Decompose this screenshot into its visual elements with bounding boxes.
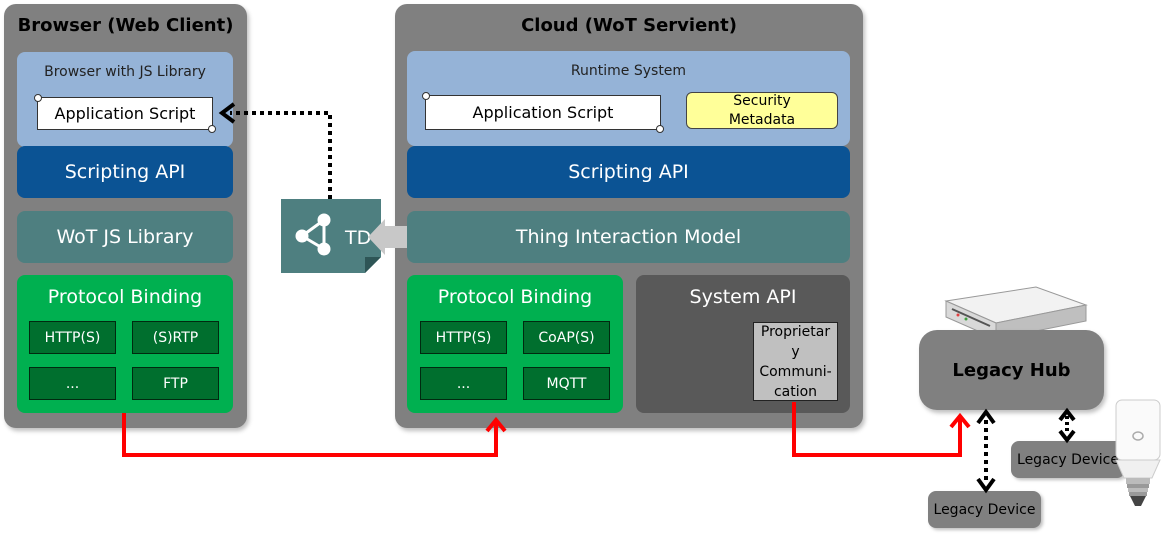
- cloud-title: Cloud (WoT Servient): [521, 15, 737, 36]
- browser-to-cloud-link: [122, 413, 498, 457]
- hub-to-device-right-head-top: [1058, 407, 1076, 422]
- browser-title: Browser (Web Client): [17, 15, 234, 36]
- browser-wot-js-library: WoT JS Library: [17, 211, 233, 263]
- hub-to-device-right-head-bottom: [1058, 429, 1076, 444]
- browser-runtime-label: Browser with JS Library: [44, 64, 206, 80]
- browser-proto-rtp: (S)RTP: [132, 321, 219, 354]
- ti-to-td-arrow: [368, 219, 407, 255]
- cloud-scripting-api: Scripting API: [407, 146, 850, 198]
- td-to-browser-arrow: [230, 111, 332, 199]
- legacy-hub: Legacy Hub: [919, 330, 1104, 410]
- browser-proto-more: ...: [29, 367, 116, 400]
- browser-protocol-binding-title: Protocol Binding: [47, 286, 203, 308]
- hub-device-image: [944, 286, 1088, 340]
- cloud-to-hub-head: [949, 412, 971, 429]
- td-label: TD: [345, 227, 372, 249]
- cloud-proto-http: HTTP(S): [420, 321, 507, 354]
- proprietary-communication: Proprietary Communi-cation: [753, 322, 838, 401]
- cloud-to-hub-link: [792, 402, 962, 457]
- browser-scripting-api: Scripting API: [17, 146, 233, 198]
- system-api-title: System API: [689, 286, 797, 308]
- cloud-proto-mqtt: MQTT: [523, 367, 610, 400]
- hub-to-device-bottom-head-bottom: [976, 477, 996, 494]
- cloud-protocol-binding-title: Protocol Binding: [437, 286, 593, 308]
- cloud-proto-coap: CoAP(S): [523, 321, 610, 354]
- hub-to-device-bottom-head-top: [976, 408, 996, 425]
- legacy-device-right: Legacy Device: [1011, 441, 1125, 478]
- share-icon: [295, 213, 331, 256]
- browser-proto-http: HTTP(S): [29, 321, 116, 354]
- browser-app-script: Application Script: [34, 94, 216, 133]
- browser-to-cloud-head: [485, 416, 507, 433]
- td-block: [281, 199, 381, 273]
- cloud-runtime-label: Runtime System: [570, 63, 687, 79]
- security-metadata: Security Metadata: [686, 92, 838, 129]
- td-arrow-head: [218, 102, 236, 124]
- cloud-proto-more: ...: [420, 367, 507, 400]
- light-bulb-icon: [1115, 399, 1161, 506]
- browser-proto-ftp: FTP: [132, 367, 219, 400]
- cloud-app-script: Application Script: [422, 92, 664, 133]
- legacy-device-bottom: Legacy Device: [928, 491, 1041, 528]
- thing-interaction-model: Thing Interaction Model: [407, 211, 850, 263]
